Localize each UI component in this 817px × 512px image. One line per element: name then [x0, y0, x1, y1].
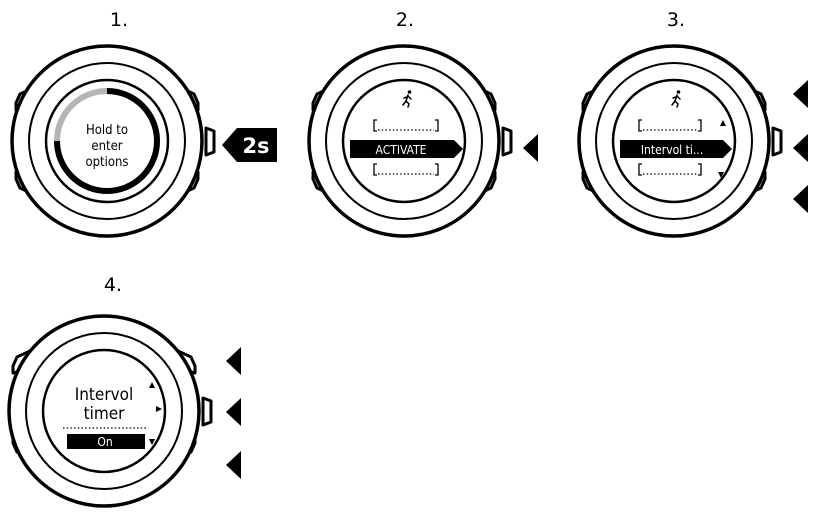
- setting-value-label: On: [97, 435, 112, 449]
- step-number: 2.: [396, 9, 414, 31]
- watch-button-middle-right: [771, 126, 783, 157]
- press-select-indicator-icon: [226, 398, 241, 426]
- step-1: 1. Hold to enter options 2s: [10, 9, 277, 238]
- menu-item-selected: Intervol ti...: [620, 140, 732, 158]
- step-number: 3.: [667, 9, 685, 31]
- screen-line: Hold to: [86, 123, 128, 138]
- press-down-indicator-icon: [793, 185, 808, 213]
- hold-duration-label: 2s: [242, 134, 269, 158]
- menu-item-placeholder: [373, 119, 439, 132]
- screen-title-line: timer: [84, 404, 126, 424]
- menu-item-label: ACTIVATE: [376, 143, 427, 157]
- step-number: 4.: [104, 274, 122, 296]
- step-4: 4. Intervol timer On: [7, 274, 241, 508]
- running-icon: [402, 90, 412, 108]
- menu-item-placeholder: [638, 163, 702, 176]
- menu-item-placeholder: [373, 163, 439, 176]
- watch-bezel-inner: [28, 62, 186, 220]
- screen-title-line: Intervol: [75, 385, 134, 405]
- screen-line: enter: [91, 139, 122, 154]
- screen-line: options: [85, 155, 128, 170]
- watch-button-middle-right: [501, 126, 513, 157]
- menu-item-selected: ACTIVATE: [350, 140, 463, 158]
- scroll-up-icon: [720, 120, 726, 126]
- scroll-down-icon: [718, 172, 724, 178]
- press-indicator-icon: [523, 134, 538, 162]
- watch-screen: [44, 78, 170, 204]
- watch-button-middle-right: [201, 396, 213, 427]
- hold-progress-ring: [54, 88, 160, 194]
- running-icon: [671, 90, 681, 108]
- press-down-indicator-icon: [226, 451, 241, 479]
- step-2: 2. ACTIVATE: [307, 9, 538, 238]
- watch-button-middle-right: [204, 126, 216, 157]
- watch-bezel-inner: [325, 62, 483, 220]
- hold-badge: 2s: [222, 128, 277, 162]
- menu-item-placeholder: [638, 119, 702, 132]
- setting-value-selected: On: [67, 434, 145, 449]
- scroll-up-icon: [149, 382, 155, 388]
- press-select-indicator-icon: [793, 134, 808, 162]
- watch-bezel-inner: [25, 332, 183, 490]
- step-number: 1.: [110, 9, 128, 31]
- watch-bezel-inner: [595, 62, 753, 220]
- press-up-indicator-icon: [226, 347, 241, 375]
- select-arrow-icon: [156, 406, 162, 412]
- menu-item-label: Intervol ti...: [641, 143, 703, 157]
- scroll-down-icon: [149, 439, 155, 445]
- watch: [10, 44, 216, 238]
- step-3: 3. Intervol ti...: [577, 9, 808, 238]
- press-up-indicator-icon: [793, 80, 808, 108]
- hold-badge-arrow-icon: [222, 128, 277, 162]
